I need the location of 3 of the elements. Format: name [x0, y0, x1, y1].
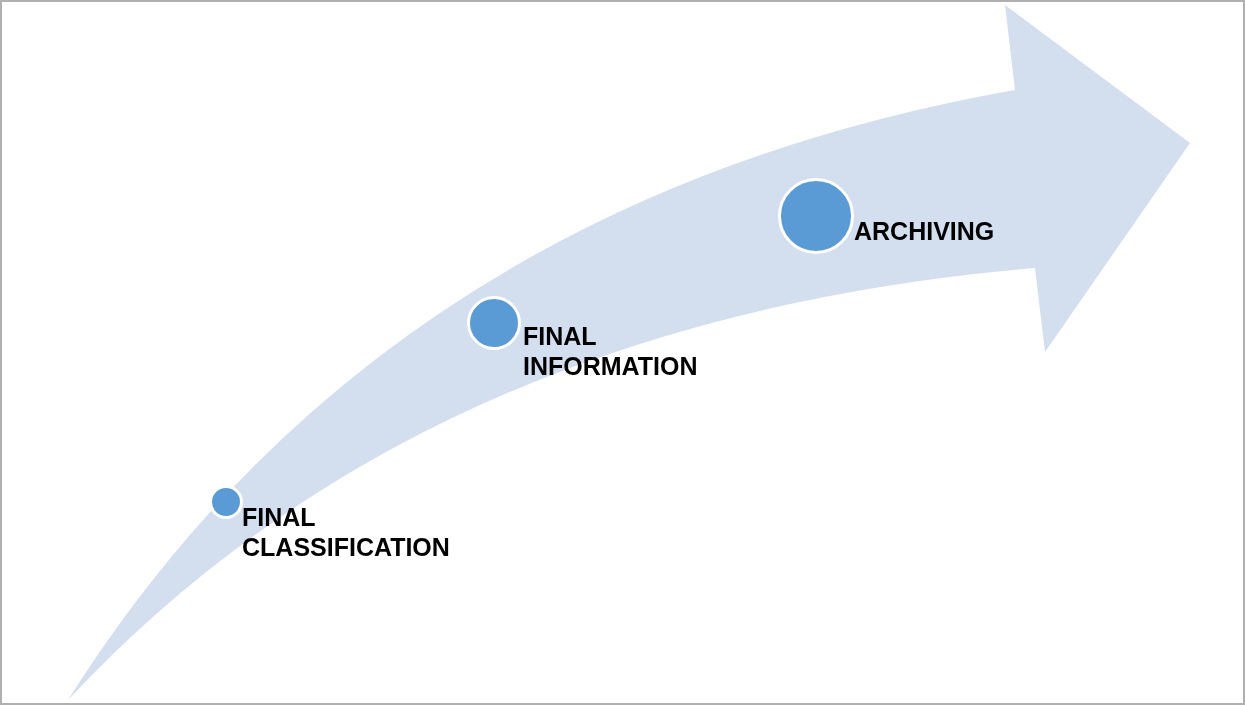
stage-label: FINAL CLASSIFICATION: [242, 502, 450, 562]
stage-label: ARCHIVING: [854, 216, 995, 246]
stage-label: FINAL INFORMATION: [523, 321, 698, 381]
